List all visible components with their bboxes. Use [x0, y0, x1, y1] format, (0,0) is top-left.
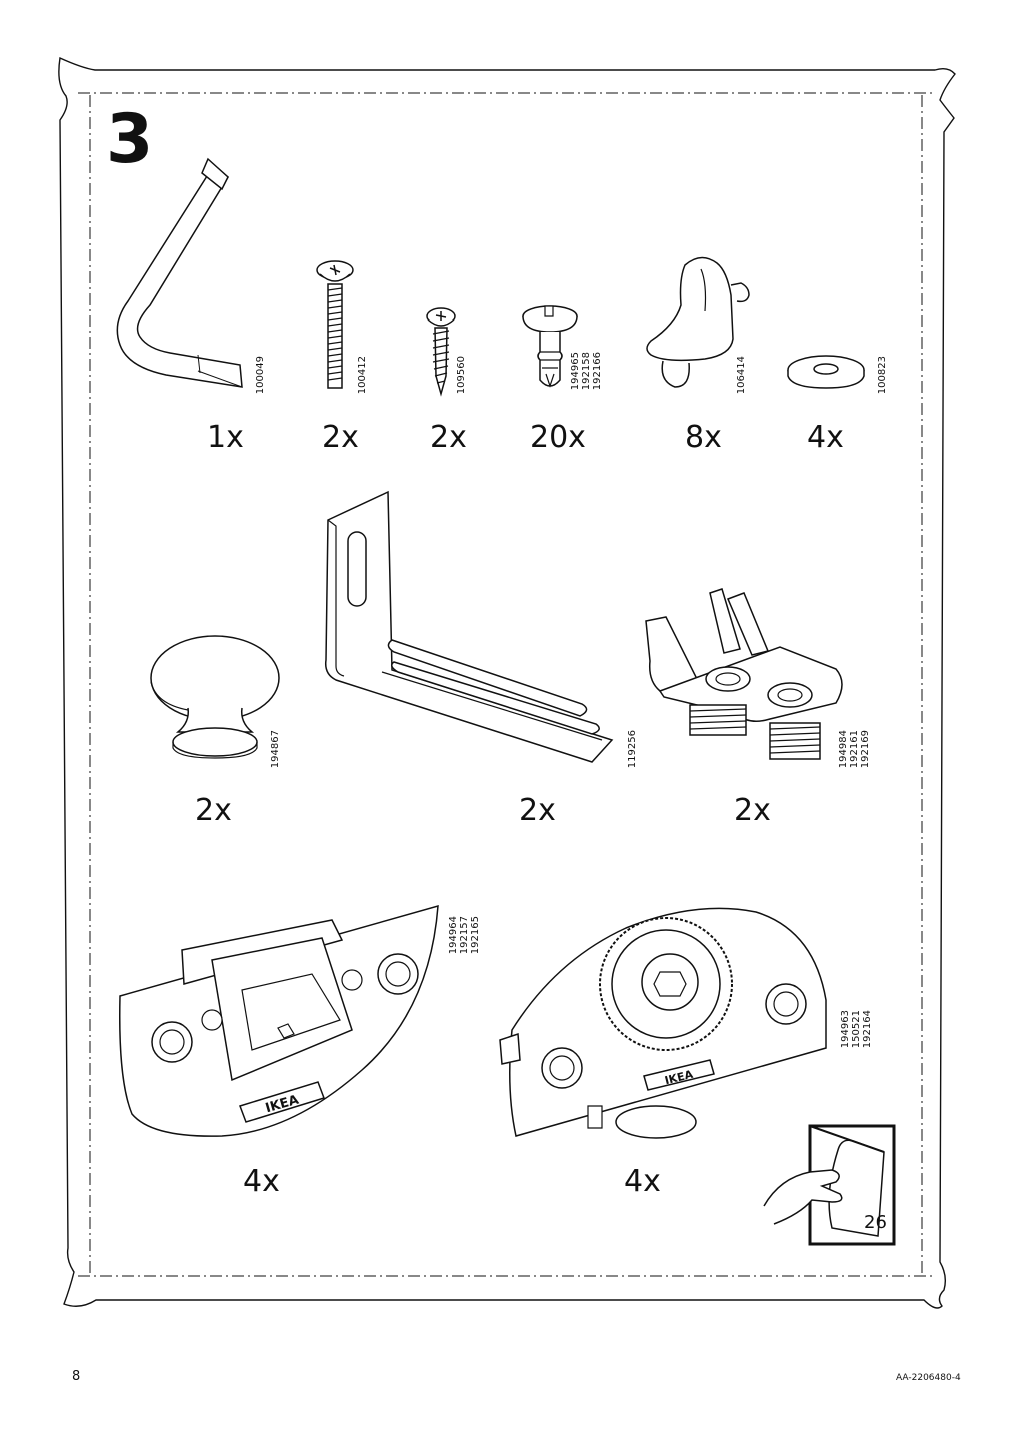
step-number: 3: [106, 100, 154, 179]
quantity-washer: 4x: [807, 420, 844, 455]
page-reference-label: 26: [864, 1212, 887, 1233]
quantity-hinge-cam-plate: 4x: [624, 1164, 661, 1199]
page-reference: 26: [760, 1124, 898, 1248]
part-code-angle-bracket: 119256: [627, 730, 638, 769]
wood-screw-icon: [424, 306, 458, 398]
part-code-shelf-support: 106414: [736, 356, 747, 395]
quantity-shelf-support: 8x: [685, 420, 722, 455]
quantity-knob: 2x: [195, 793, 232, 828]
document-id: AA-2206480-4: [896, 1373, 961, 1383]
quantity-hinge-lock-plate: 4x: [243, 1164, 280, 1199]
quantity-hinge-plate: 2x: [734, 793, 771, 828]
knob-icon: [148, 630, 283, 770]
allen-key-icon: [110, 155, 260, 400]
hinge-cam-plate-icon: IKEA: [496, 900, 832, 1142]
shelf-support-icon: [645, 255, 755, 395]
quantity-angle-bracket: 2x: [519, 793, 556, 828]
angle-bracket-icon: [322, 490, 614, 770]
washer-icon: [786, 352, 866, 392]
part-code-washer: 100823: [877, 356, 888, 395]
quantity-allen-key: 1x: [207, 420, 244, 455]
turn-page-icon: [763, 1124, 896, 1246]
part-code-knob: 194867: [270, 730, 281, 769]
part-code-machine-screw: 100412: [357, 356, 368, 395]
part-code-wood-screw: 109560: [456, 356, 467, 395]
quantity-cam-dowel: 20x: [530, 420, 586, 455]
hinge-mounting-plate-icon: [640, 585, 852, 770]
part-code-allen-key: 100049: [255, 356, 266, 395]
cam-dowel-icon: [520, 302, 580, 394]
machine-screw-icon: [312, 258, 358, 393]
quantity-machine-screw: 2x: [322, 420, 359, 455]
hinge-lock-plate-icon: IKEA: [112, 900, 442, 1142]
quantity-wood-screw: 2x: [430, 420, 467, 455]
page-number: 8: [72, 1369, 81, 1384]
